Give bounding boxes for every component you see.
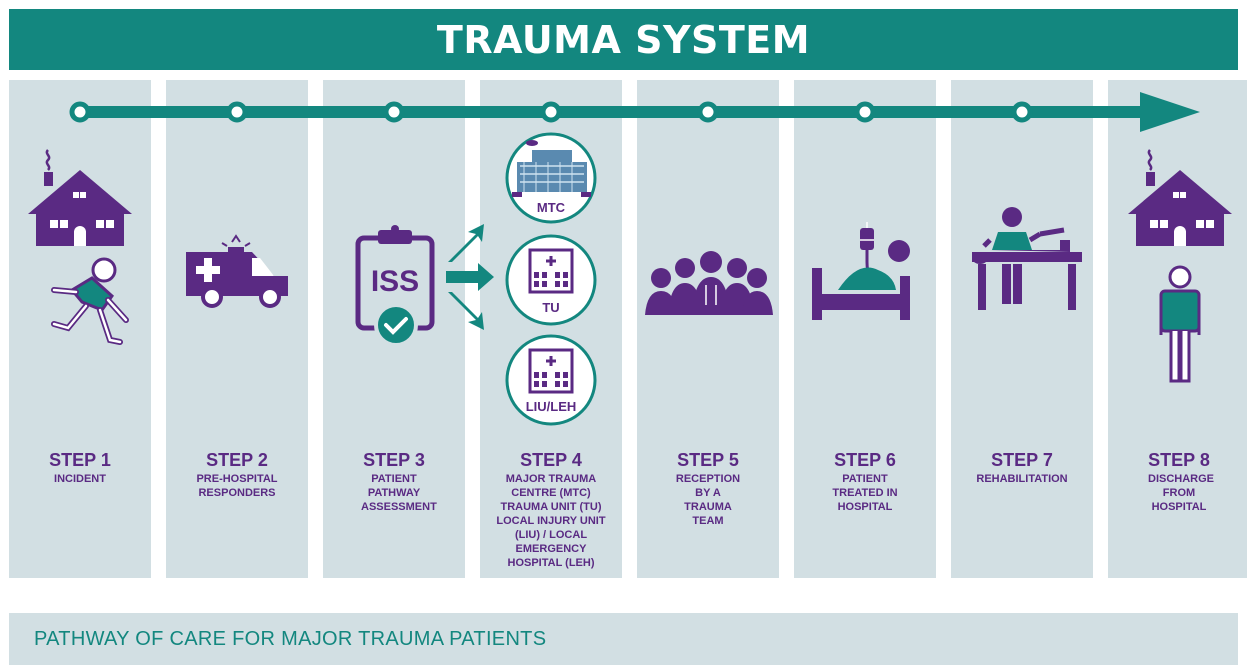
step-column-2 <box>166 80 308 578</box>
step-number: STEP 1 <box>49 450 111 470</box>
step-5: STEP 5 RECEPTION BY A TRAUMA TEAM <box>637 450 779 528</box>
step-description: RECEPTION BY A TRAUMA TEAM <box>675 473 741 527</box>
step-description: PRE-HOSPITAL RESPONDERS <box>196 473 278 499</box>
step-column-5 <box>637 80 779 578</box>
step-number: STEP 2 <box>206 450 268 470</box>
step-description: REHABILITATION <box>976 473 1068 485</box>
footer-caption: PATHWAY OF CARE FOR MAJOR TRAUMA PATIENT… <box>34 627 547 650</box>
step-8: STEP 8 DISCHARGE FROM HOSPITAL <box>1108 450 1247 514</box>
step-description: INCIDENT <box>54 473 106 485</box>
step-number: STEP 3 <box>363 450 425 470</box>
step-description: PATIENT TREATED IN HOSPITAL <box>832 473 898 513</box>
step-4: STEP 4 MAJOR TRAUMA CENTRE (MTC) TRAUMA … <box>480 450 622 570</box>
step-3: STEP 3 PATIENT PATHWAY ASSESSMENT <box>323 450 465 514</box>
step-number: STEP 7 <box>991 450 1053 470</box>
step-6: STEP 6 PATIENT TREATED IN HOSPITAL <box>794 450 936 514</box>
step-description: MAJOR TRAUMA CENTRE (MTC) TRAUMA UNIT (T… <box>496 473 606 569</box>
step-number: STEP 4 <box>520 450 582 470</box>
title-banner: TRAUMA SYSTEM <box>9 9 1238 70</box>
step-number: STEP 8 <box>1148 450 1210 470</box>
footer-banner: PATHWAY OF CARE FOR MAJOR TRAUMA PATIENT… <box>9 613 1238 665</box>
step-7: STEP 7 REHABILITATION <box>951 450 1093 486</box>
page-title: TRAUMA SYSTEM <box>436 17 811 62</box>
step-column-6 <box>794 80 936 578</box>
step-description: PATIENT PATHWAY ASSESSMENT <box>361 473 437 513</box>
step-number: STEP 6 <box>834 450 896 470</box>
step-number: STEP 5 <box>677 450 739 470</box>
step-2: STEP 2 PRE-HOSPITAL RESPONDERS <box>166 450 308 500</box>
step-column-1 <box>9 80 151 578</box>
step-description: DISCHARGE FROM HOSPITAL <box>1148 473 1215 513</box>
step-1: STEP 1 INCIDENT <box>9 450 151 486</box>
step-column-7 <box>951 80 1093 578</box>
